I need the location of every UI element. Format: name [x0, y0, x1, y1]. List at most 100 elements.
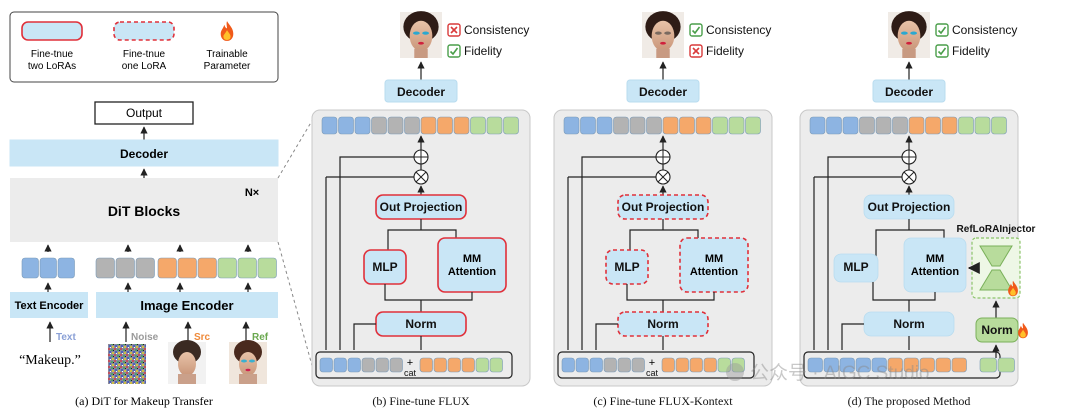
token	[991, 116, 1007, 135]
out-projection-label: Out Projection	[622, 200, 705, 214]
token	[855, 357, 871, 373]
legend-two-loras-swatch	[21, 21, 83, 41]
token	[257, 257, 277, 279]
token	[695, 116, 712, 135]
injector-label: RefLoRAInjector	[957, 224, 1036, 235]
output-face-image	[888, 11, 930, 58]
token	[447, 357, 461, 373]
token	[437, 116, 453, 135]
token	[404, 116, 420, 135]
norm-label: Norm	[893, 317, 924, 331]
add-op-icon	[655, 149, 671, 165]
fidelity-label: Fidelity	[706, 44, 744, 58]
fidelity-status-icon	[935, 44, 949, 58]
token	[675, 357, 689, 373]
token	[646, 116, 662, 135]
mm-attention-box	[679, 237, 749, 293]
token	[871, 357, 887, 373]
token	[823, 357, 839, 373]
block-detail-panel	[553, 109, 773, 387]
token	[717, 357, 731, 373]
watermark: 公众号 · AIGC Studio	[726, 362, 930, 384]
token	[419, 357, 433, 373]
input-token-row-left	[319, 357, 403, 373]
mlp-box	[833, 253, 879, 283]
concat-plus: +	[407, 357, 413, 369]
output-face-image	[642, 11, 684, 58]
text-tokens	[21, 257, 75, 279]
mm-attention-box	[437, 237, 507, 293]
dit-blocks	[10, 178, 278, 242]
token	[807, 357, 823, 373]
token	[941, 116, 958, 135]
output-token-row	[809, 116, 1007, 135]
token	[354, 116, 371, 135]
image-encoder-label: Image Encoder	[140, 298, 233, 313]
token	[731, 357, 745, 373]
token	[375, 357, 389, 373]
token	[461, 357, 475, 373]
token	[475, 357, 489, 373]
input-token-row	[807, 357, 967, 373]
multiply-op-icon	[413, 169, 429, 185]
token	[661, 357, 675, 373]
token	[842, 116, 859, 135]
norm-label: Norm	[647, 317, 678, 331]
fidelity-status-icon	[447, 44, 461, 58]
add-op-icon	[901, 149, 917, 165]
token	[935, 357, 951, 373]
token	[135, 257, 155, 279]
mlp-box	[605, 249, 649, 285]
zoom-line-bottom	[277, 241, 317, 381]
token	[197, 257, 217, 279]
input-noise-label: Noise	[131, 332, 159, 343]
fidelity-status-icon	[689, 44, 703, 58]
token	[563, 116, 580, 135]
token	[389, 357, 403, 373]
token	[39, 257, 57, 279]
input-token-row-left	[561, 357, 645, 373]
input-ref-label: Ref	[252, 332, 269, 343]
noise-image	[108, 344, 146, 384]
token	[333, 357, 347, 373]
token	[951, 357, 967, 373]
decoder-label: Decoder	[885, 85, 933, 99]
ref-face-image	[229, 340, 267, 384]
token	[217, 257, 237, 279]
output-label: Output	[126, 106, 163, 120]
token	[892, 116, 908, 135]
decoder-label: Decoder	[639, 85, 687, 99]
repeat-label: N×	[245, 187, 259, 199]
ref-token-row	[979, 357, 1015, 373]
token	[21, 257, 39, 279]
token	[903, 357, 919, 373]
consistency-status-icon	[447, 23, 461, 37]
injector-norm-box	[975, 317, 1019, 343]
token	[321, 116, 338, 135]
token	[596, 116, 613, 135]
injector-down-proj	[979, 245, 1013, 267]
token	[629, 116, 646, 135]
token	[979, 357, 997, 373]
token	[319, 357, 333, 373]
token	[689, 357, 703, 373]
token	[703, 357, 717, 373]
token	[371, 116, 387, 135]
token	[157, 257, 177, 279]
consistency-status-icon	[689, 23, 703, 37]
concat-plus: +	[649, 357, 655, 369]
fidelity-label: Fidelity	[464, 44, 502, 58]
output-face-image	[400, 11, 442, 58]
input-src-label: Src	[194, 332, 211, 343]
text-encoder-label: Text Encoder	[15, 300, 85, 312]
token	[489, 357, 503, 373]
